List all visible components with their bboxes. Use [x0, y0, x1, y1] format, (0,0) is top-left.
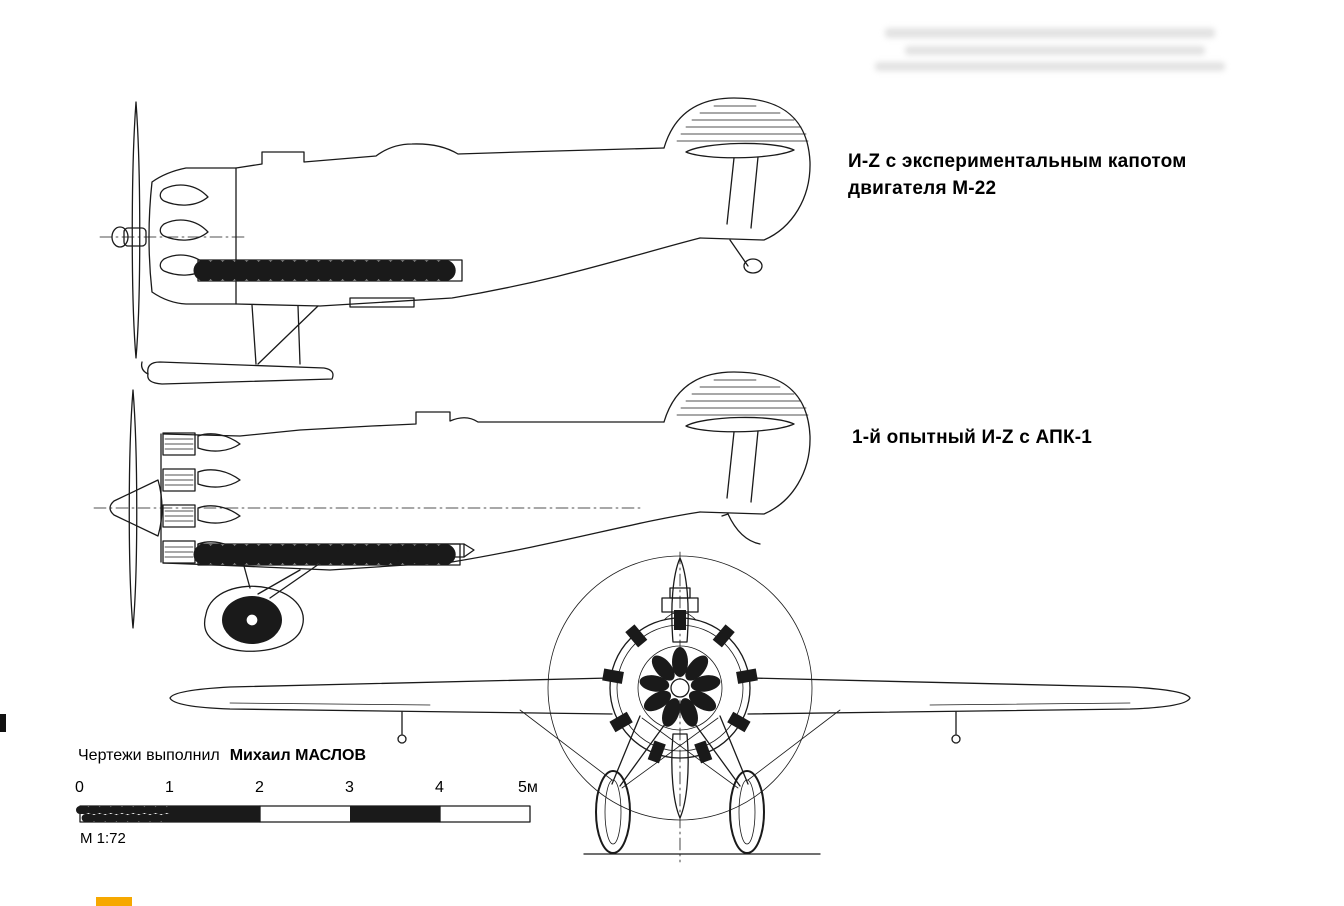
credit-prefix: Чертежи выполнил: [78, 747, 220, 764]
caption-first-prototype: 1-й опытный И-Z с АПК-1: [852, 427, 1093, 448]
scale-tick-4: 4: [435, 779, 444, 796]
caption-experimental-cowling: И-Z с экспериментальным капотом двигател…: [848, 148, 1186, 202]
page-corner-mark: [96, 897, 132, 906]
scale-tick-5: 5м: [518, 779, 538, 796]
scan-edge-mark: [0, 714, 6, 732]
underwing-fitting-left: [397, 711, 407, 744]
scan-artifact-line: [875, 62, 1225, 71]
wheel-left: [595, 770, 631, 854]
landing-gear-a: [140, 304, 334, 385]
engine-cowling-a: [148, 167, 237, 305]
wheel-right: [729, 770, 765, 854]
scale-tick-2: 2: [255, 779, 264, 796]
propeller-blades-front: [671, 557, 689, 819]
scale-ratio: М 1:72: [80, 830, 126, 847]
stabilizer-a: [685, 142, 795, 229]
stabilizer-b: [685, 416, 795, 503]
scan-artifact-line: [885, 28, 1215, 38]
scale-tick-0: 0: [75, 779, 84, 796]
underwing-fitting-right: [951, 711, 961, 744]
engine-rosette: [637, 645, 723, 731]
ski-a: [147, 361, 334, 385]
credit-name: Михаил МАСЛОВ: [229, 747, 366, 764]
scale-tick-3: 3: [345, 779, 354, 796]
tail-skid-b: [721, 513, 761, 545]
scale-bar: [76, 805, 531, 823]
wing-root-b: [193, 543, 465, 566]
wing-root-a: [193, 259, 467, 282]
propeller-a: [111, 101, 147, 359]
scale-tick-1: 1: [165, 779, 174, 796]
side-view-experimental-cowling: [99, 97, 811, 385]
propeller-disc: [547, 555, 813, 821]
apk-gun-pod: [351, 543, 475, 558]
underwing-rack-a: [349, 297, 415, 308]
scan-artifact-line: [905, 46, 1205, 55]
radial-cylinders-front: [602, 610, 758, 764]
tail-skid-a: [729, 239, 763, 274]
caption-line-2: двигателя М-22: [848, 178, 997, 199]
tail-fin-a: [663, 97, 811, 241]
caption-line-1: И-Z с экспериментальным капотом: [848, 151, 1187, 172]
propeller-b: [109, 389, 163, 629]
credit-line: Чертежи выполнил Михаил МАСЛОВ: [78, 747, 366, 765]
tail-fin-b: [663, 371, 811, 515]
wing-front: [169, 677, 1191, 715]
fuselage-a: [235, 143, 701, 307]
side-view-first-prototype: [93, 371, 811, 652]
wheel-fairing-pod: [203, 547, 343, 652]
front-view: [169, 551, 1191, 863]
